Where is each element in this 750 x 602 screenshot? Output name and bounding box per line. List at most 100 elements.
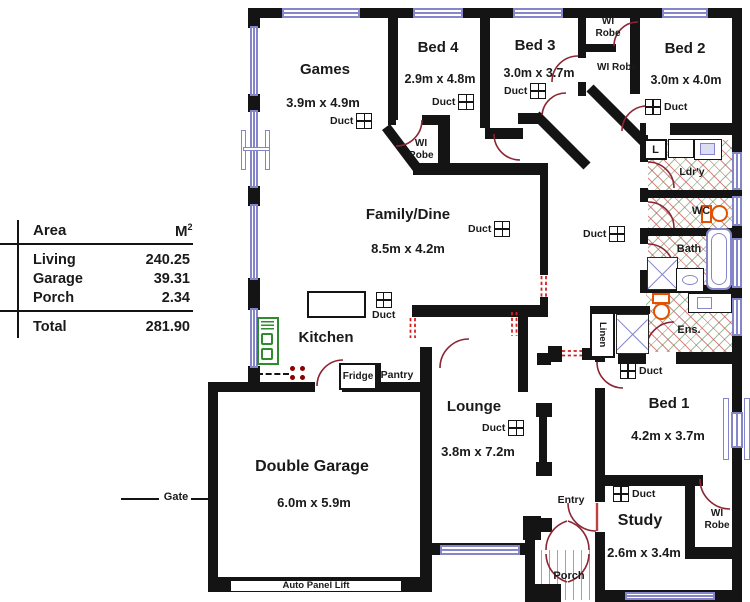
wall <box>540 163 548 275</box>
room-dims-lounge: 3.8m x 7.2m <box>441 444 515 459</box>
room-label-bed3: Bed 3 <box>514 37 556 54</box>
duct-label: Duct <box>583 228 607 240</box>
cooktop-burner <box>290 375 295 380</box>
table-total-label: Total <box>33 319 67 335</box>
washing-machine-lid <box>700 143 715 155</box>
wall <box>248 8 742 18</box>
door-arc <box>439 338 470 369</box>
wi-robe-label: WI Robe <box>595 16 621 39</box>
wall <box>536 518 552 532</box>
shower-icon <box>616 314 649 354</box>
sink-bowl <box>261 348 273 360</box>
linen-closet: Linen <box>590 312 615 358</box>
room-label-lounge: Lounge <box>446 398 502 415</box>
laundry-trough: L <box>644 139 667 160</box>
wall <box>342 382 430 392</box>
room-label-bed4: Bed 4 <box>417 39 459 56</box>
wall <box>420 347 432 577</box>
wall <box>518 113 542 124</box>
window <box>250 26 258 96</box>
bay-window-bar <box>723 398 729 460</box>
garage-door-label: Auto Panel Lift <box>282 580 350 592</box>
wall <box>480 18 490 128</box>
wall <box>525 540 535 602</box>
window <box>731 412 743 448</box>
wall <box>640 270 648 293</box>
vanity-basin <box>682 275 698 285</box>
linen-label: Linen <box>597 322 608 348</box>
table-header-m2: M2 <box>175 222 193 240</box>
duct-games: Duct <box>330 113 373 129</box>
window <box>250 204 258 280</box>
kitchen-island-bench <box>307 291 366 318</box>
wall <box>525 584 561 602</box>
room-dims-bed4: 2.9m x 4.8m <box>404 72 476 86</box>
bathtub-inner <box>711 233 727 285</box>
window <box>732 238 742 288</box>
wall <box>422 115 450 125</box>
wi-robe-label: WI Robe <box>704 508 730 531</box>
duct-label: Duct <box>664 101 688 113</box>
window <box>732 152 742 190</box>
wall <box>578 44 616 52</box>
wall <box>578 52 586 58</box>
washing-machine <box>694 139 722 160</box>
wc-label: WC <box>691 205 711 217</box>
window <box>282 8 360 18</box>
table-row-value: 240.25 <box>145 252 190 268</box>
wall <box>536 403 552 417</box>
table-vertical-rule <box>17 220 20 338</box>
wall <box>590 306 650 314</box>
toilet-icon <box>652 293 670 320</box>
wall <box>685 486 695 550</box>
duct-icon <box>458 94 475 110</box>
trough-label: L <box>652 143 659 156</box>
fridge-label: Fridge <box>342 371 374 382</box>
wall <box>248 8 260 28</box>
duct-icon <box>620 363 636 379</box>
duct-label: Duct <box>432 96 456 108</box>
duct-bed4: Duct <box>432 94 475 110</box>
window <box>440 545 520 555</box>
kitchen-bench-dashed <box>257 373 289 375</box>
table-rule-top <box>0 243 193 246</box>
wall <box>375 363 381 392</box>
room-dims-family-dine: 8.5m x 4.2m <box>371 241 445 256</box>
wall <box>248 278 260 310</box>
room-label-family-dine: Family/Dine <box>365 206 451 223</box>
wall <box>536 462 552 476</box>
wall <box>586 84 650 148</box>
wall <box>595 388 605 502</box>
duct-bed1: Duct <box>620 363 662 379</box>
room-dims-bed3: 3.0m x 3.7m <box>503 66 575 80</box>
room-dims-games: 3.9m x 4.9m <box>286 95 360 110</box>
wall <box>413 163 548 175</box>
fridge: Fridge <box>339 363 377 390</box>
cooktop-burner <box>290 366 295 371</box>
window <box>625 592 715 600</box>
wall <box>685 547 742 559</box>
bathtub <box>706 228 732 290</box>
table-row-value: 39.31 <box>153 271 190 287</box>
cooktop-burner <box>300 375 305 380</box>
table-header-sup: 2 <box>187 222 193 232</box>
room-dims-bed2: 3.0m x 4.0m <box>650 73 722 87</box>
duct-lounge: Duct <box>482 420 525 436</box>
shower-icon <box>647 257 678 290</box>
duct-icon <box>613 486 629 502</box>
duct-label: Duct <box>632 488 656 500</box>
wall <box>640 123 646 135</box>
wall <box>578 82 586 96</box>
duct-label: Duct <box>330 115 354 127</box>
table-row-label: Porch <box>33 290 75 306</box>
door-arc <box>567 520 590 551</box>
bay-window-bar <box>243 147 270 151</box>
wall <box>618 352 646 364</box>
room-label-games: Games <box>299 61 351 78</box>
kitchen-sink <box>257 317 279 365</box>
duct-bed2: Duct <box>645 99 687 115</box>
table-header-m: M <box>175 223 188 240</box>
room-label-study: Study <box>617 512 663 529</box>
duct-icon <box>530 83 547 99</box>
wall <box>548 346 562 362</box>
